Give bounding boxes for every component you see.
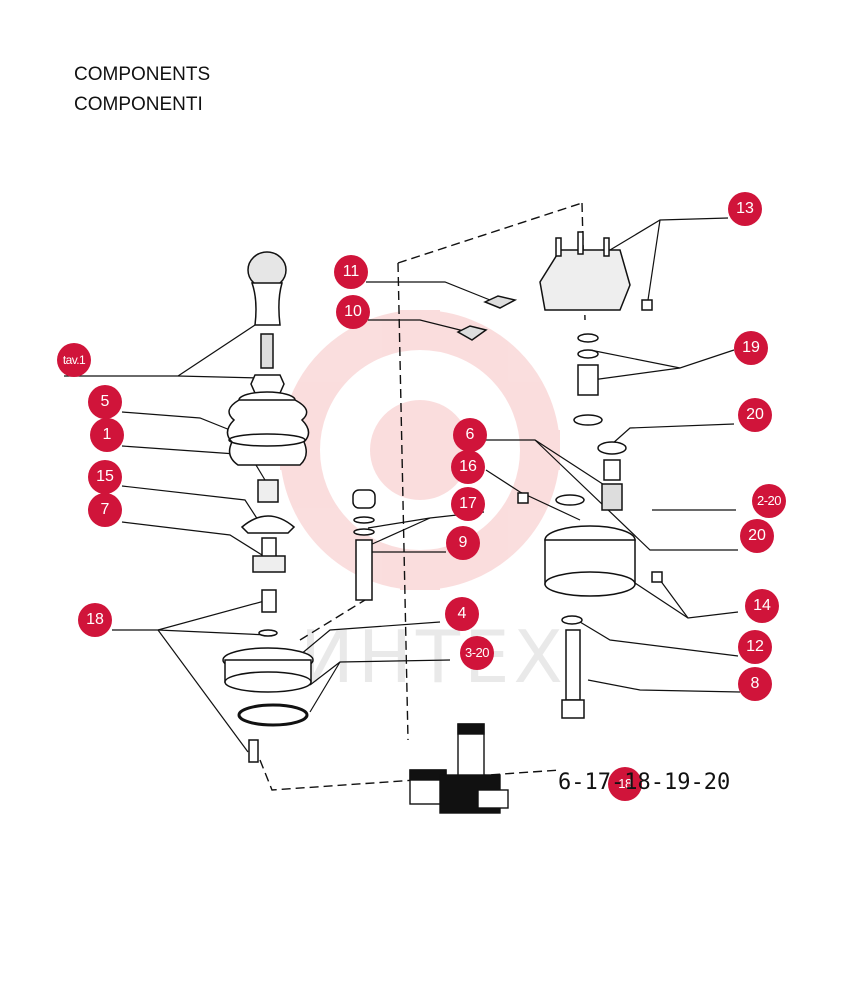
callout-18-bottom[interactable]: 18 (608, 767, 642, 801)
watermark-gear-icon (280, 310, 560, 590)
body-assembly (539, 231, 663, 719)
callout-19[interactable]: 19 (734, 331, 768, 365)
callout-11[interactable]: 11 (334, 255, 368, 289)
page-title: COMPONENTS COMPONENTI (74, 60, 210, 120)
callout-9[interactable]: 9 (446, 526, 480, 560)
callout-7[interactable]: 7 (88, 493, 122, 527)
callout-2-20[interactable]: 2-20 (752, 484, 786, 518)
bottom-ref-label: 6-17-18-19-20 (558, 770, 731, 795)
fiat-kit-icon (409, 723, 509, 814)
callout-18-left[interactable]: 18 (78, 603, 112, 637)
callout-14[interactable]: 14 (745, 589, 779, 623)
center-parts (352, 295, 529, 601)
lever-assembly (222, 251, 314, 763)
callout-tav-1[interactable]: tav.1 (57, 343, 91, 377)
callout-16[interactable]: 16 (451, 450, 485, 484)
callout-4[interactable]: 4 (445, 597, 479, 631)
callout-17[interactable]: 17 (451, 487, 485, 521)
callout-8[interactable]: 8 (738, 667, 772, 701)
callout-3-20[interactable]: 3-20 (460, 636, 494, 670)
callout-13[interactable]: 13 (728, 192, 762, 226)
callout-6[interactable]: 6 (453, 418, 487, 452)
title-line-en: COMPONENTS (74, 64, 211, 85)
callout-5[interactable]: 5 (88, 385, 122, 419)
leader-lines (64, 217, 741, 753)
callout-15[interactable]: 15 (88, 460, 122, 494)
callout-20-lower[interactable]: 20 (740, 519, 774, 553)
callout-10[interactable]: 10 (336, 295, 370, 329)
callout-12[interactable]: 12 (738, 630, 772, 664)
callout-1[interactable]: 1 (90, 418, 124, 452)
callout-20-upper[interactable]: 20 (738, 398, 772, 432)
title-line-it: COMPONENTI (74, 94, 203, 115)
